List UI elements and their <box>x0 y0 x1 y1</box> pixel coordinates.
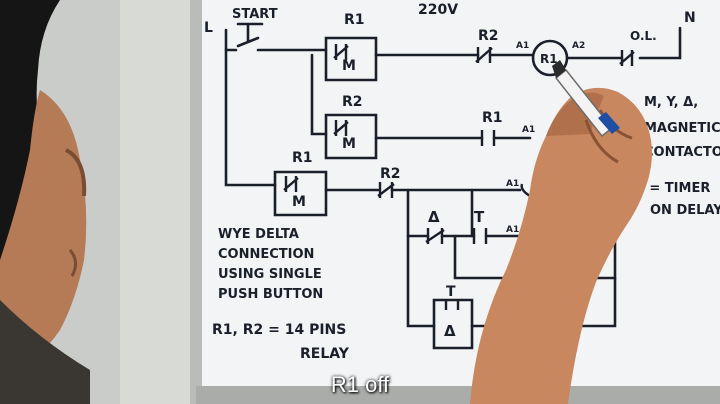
board-tray <box>196 386 720 404</box>
marker-icon <box>552 60 620 138</box>
label-coil: R1 <box>540 52 558 66</box>
note-line2: MAGNETIC <box>644 121 720 136</box>
presenter-head <box>0 0 90 404</box>
label-ol: O.L. <box>630 29 657 43</box>
label-m1: M <box>342 58 356 74</box>
contact-symbols <box>283 44 635 310</box>
relay-note-line1: R1, R2 = 14 PINS <box>212 322 346 338</box>
desc-line2: CONNECTION <box>218 247 314 262</box>
video-caption: R1 off <box>330 372 390 397</box>
desc-line1: WYE DELTA <box>218 227 299 242</box>
label-neutral: N <box>684 10 696 26</box>
label-line: L <box>204 20 213 36</box>
desc-line4: PUSH BUTTON <box>218 287 323 302</box>
label-r2-top: R2 <box>478 28 499 44</box>
note-line4: T = TIMER <box>636 181 710 196</box>
label-m2: M <box>342 136 356 152</box>
label-a1-mid: A1 <box>522 125 535 135</box>
relay-coil-symbol <box>531 39 569 77</box>
note-line1: M, Y, Δ, <box>644 95 698 110</box>
coil-partial <box>520 183 531 198</box>
label-a1-top: A1 <box>516 41 529 51</box>
label-r2-mid: R2 <box>342 94 363 110</box>
label-m3: M <box>292 194 306 210</box>
label-delta1: Δ <box>428 208 440 226</box>
relay-note-line2: RELAY <box>300 346 350 362</box>
note-line3: CONTACTOR <box>644 145 720 160</box>
label-start: START <box>232 7 278 22</box>
label-delta2: Δ <box>444 322 456 340</box>
label-a2-top: A2 <box>572 41 585 51</box>
label-t2: T <box>446 284 456 300</box>
label-voltage: 220V <box>418 2 458 18</box>
note-line5: ON DELAY <box>650 203 720 218</box>
label-a1-4: A1 <box>506 225 519 235</box>
label-r1-mid: R1 <box>482 110 503 126</box>
label-r1-low: R1 <box>292 150 313 166</box>
label-r2-low: R2 <box>380 166 401 182</box>
label-a1-low: A1 <box>506 179 519 189</box>
desc-line3: USING SINGLE <box>218 267 322 282</box>
label-t1: T <box>474 208 485 226</box>
label-r1-top: R1 <box>344 12 365 28</box>
